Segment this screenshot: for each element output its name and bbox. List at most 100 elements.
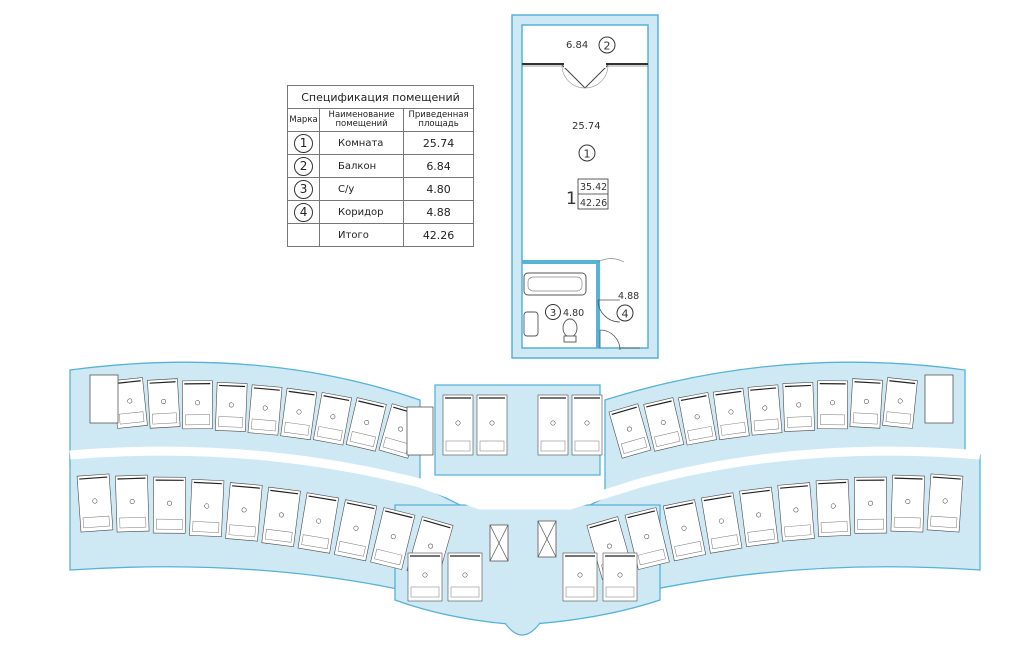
apartment-cell [777,482,815,542]
window-line [784,384,811,388]
bathtub-inner [527,276,583,292]
apartment-cell [261,486,301,547]
window-line [358,400,384,408]
window-line [346,502,375,510]
bathroom-block [316,426,343,441]
room-mark-circle [278,512,284,518]
window-line [703,495,732,502]
window-line [117,477,146,480]
apartment-cell [602,552,638,602]
bathroom-block [450,586,480,598]
room-mark-circle [241,507,247,513]
apartment-cell [662,499,707,562]
apartment-cell [313,392,352,446]
room-mark-circle [127,398,133,404]
apartment-number: 1 [566,189,577,209]
table-row: 2 Балкон 6.84 [286,154,474,178]
mark-circle: 1 [294,133,314,153]
window-line [779,485,808,489]
window-line [715,390,742,396]
window-line [818,481,847,485]
window-line [894,477,923,480]
room-mark-circle [262,405,268,411]
bathroom-block [820,521,848,533]
bathroom-block [374,548,403,566]
bathroom-block [82,515,110,529]
apartment-cell [571,394,603,456]
bathroom-block [251,418,277,432]
bathroom-block [687,426,714,441]
room-mark-circle [195,400,200,406]
room-mark-circle [353,525,359,531]
room-mark-circle [584,420,590,426]
window-line [270,489,299,495]
room-mark-circle [626,426,632,432]
bathroom-block [720,421,747,436]
apartment-plan: 6.84 2 25.74 1 1 35.42 42.26 4.88 4 3 4.… [511,14,659,359]
window-line [79,476,108,480]
window-line [253,387,280,391]
hall-mark: 4 [622,308,629,321]
bathroom-block [857,518,884,530]
living-area: 35.42 [580,182,607,193]
room-name: Коридор [319,200,405,224]
hall-area-label: 4.88 [618,291,639,302]
window-line [665,502,694,510]
bathroom-block [218,416,244,428]
bathroom-door [597,299,621,323]
room-name: Комната [319,131,405,155]
stairwell-left [89,374,119,424]
window-line [646,400,672,408]
window-line [288,390,315,396]
bathroom-block [156,518,183,530]
bathroom-block [445,440,471,452]
room-mark-circle [606,543,612,549]
bathroom-block [747,528,776,543]
room-mark-circle [462,572,468,578]
window-line [611,406,637,415]
apartment-cell [407,552,443,602]
room-specification-table: Спецификация помещений Марка Наименовани… [286,85,474,247]
bathroom-block [654,431,681,447]
window-line [232,485,261,489]
bathroom-block [264,528,293,543]
mark-circle: 4 [294,202,314,222]
window-line [384,510,413,519]
mark-circle: 2 [294,156,314,176]
room-mark-circle [868,500,873,506]
room-mark-circle [455,420,461,426]
apartment-cell [147,378,181,429]
bathroom-block [893,516,921,529]
bath-area-label: 4.80 [563,308,584,319]
room-mark-circle [617,572,623,578]
window-line [589,519,617,529]
bathroom-block [885,411,912,425]
apartment-cell [333,499,378,562]
room-mark-circle [863,398,869,404]
bathroom-block [540,440,566,452]
apartment-cell [926,473,964,533]
room-mark-circle [161,398,167,404]
apartment-cell [890,474,925,533]
apartment-cell [189,478,225,538]
elevator-cross [489,520,557,562]
header-mark: Марка [286,108,321,132]
hall-door-arc [597,258,625,263]
apartment-cell [297,492,340,554]
bathroom-block [192,521,220,533]
room-mark-circle [398,426,404,432]
bathroom-block [753,418,779,432]
bathroom-block [118,411,145,425]
table-row: 3 С/у 4.80 [286,177,474,201]
bathroom-block [185,414,210,426]
apartment-cell [370,507,416,570]
apartment-cell [247,384,283,436]
room-mark-circle [681,525,687,531]
window-line [308,495,337,502]
bathroom-block [710,534,739,550]
room-mark-circle [129,499,135,505]
apartment-cell [815,478,851,538]
room-mark-circle [296,409,302,415]
bathtub [523,272,587,296]
bathroom-block [349,431,376,447]
